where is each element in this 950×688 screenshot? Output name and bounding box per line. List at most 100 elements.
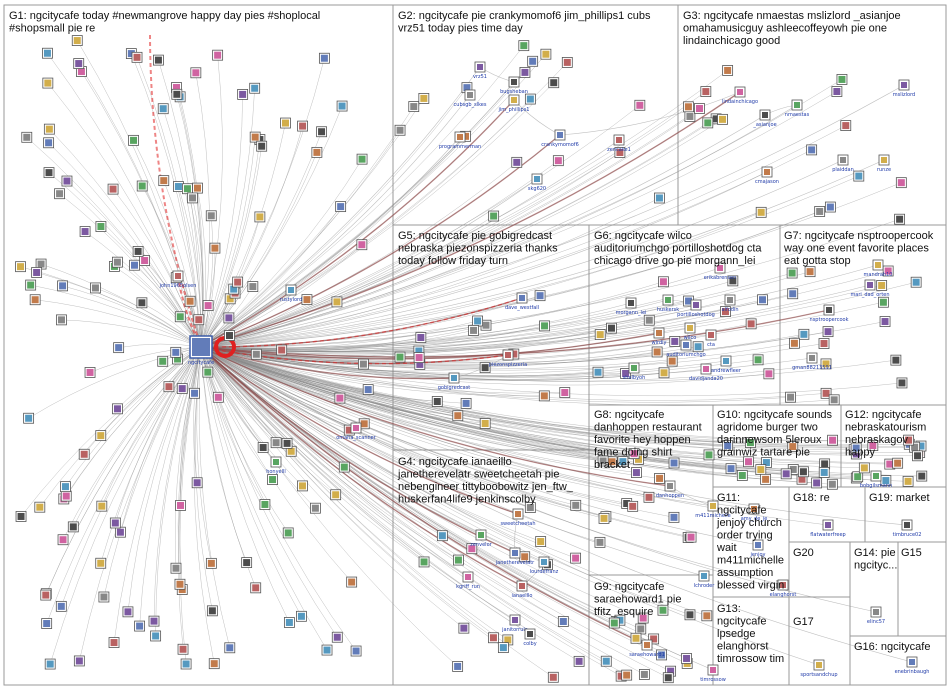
node-thumbnail[interactable] [249, 131, 261, 143]
node[interactable]: flatwaterfreep [810, 519, 846, 538]
node-thumbnail[interactable] [600, 655, 612, 667]
node-thumbnail[interactable] [241, 557, 253, 568]
node-thumbnail[interactable] [912, 450, 923, 462]
node-thumbnail[interactable] [755, 464, 767, 476]
node-thumbnail[interactable] [212, 391, 224, 403]
node-thumbnail[interactable] [685, 531, 697, 543]
node-thumbnail[interactable] [828, 394, 840, 406]
node[interactable]: plaiddan [832, 154, 854, 173]
node-thumbnail[interactable] [666, 355, 678, 367]
node-thumbnail[interactable] [557, 616, 569, 627]
node-thumbnail[interactable] [55, 600, 67, 612]
node[interactable]: enebrinbaugh [895, 656, 930, 675]
node-thumbnail[interactable] [356, 153, 368, 165]
node-thumbnail[interactable] [25, 279, 37, 291]
node-thumbnail[interactable] [61, 175, 73, 187]
node-thumbnail[interactable] [346, 576, 358, 588]
node-thumbnail[interactable] [153, 54, 164, 66]
node-thumbnail[interactable] [820, 358, 832, 370]
node-thumbnail[interactable] [787, 441, 799, 452]
node[interactable]: ianaeillo [512, 580, 533, 599]
node-thumbnail[interactable] [191, 477, 203, 489]
node-thumbnail[interactable] [814, 206, 826, 217]
node-thumbnail[interactable] [95, 430, 107, 442]
node-thumbnail[interactable] [643, 491, 655, 503]
node-thumbnail[interactable] [488, 210, 500, 222]
node[interactable]: _asianjoe [752, 109, 777, 128]
node-thumbnail[interactable] [651, 346, 663, 358]
node-thumbnail[interactable] [42, 47, 53, 59]
node-thumbnail[interactable] [452, 661, 464, 672]
node-thumbnail[interactable] [511, 156, 523, 168]
node-thumbnail[interactable] [249, 82, 261, 94]
node-thumbnail[interactable] [212, 49, 224, 61]
node[interactable]: erikabrensen [704, 262, 737, 281]
node-thumbnail[interactable] [418, 93, 430, 104]
node-thumbnail[interactable] [90, 282, 101, 294]
node-thumbnail[interactable] [34, 501, 46, 513]
node[interactable]: bugsheban [500, 76, 528, 95]
node[interactable]: janitorrule [501, 614, 528, 633]
node-thumbnail[interactable] [237, 89, 249, 100]
node-thumbnail[interactable] [57, 534, 69, 546]
node-thumbnail[interactable] [31, 267, 43, 278]
node-thumbnail[interactable] [131, 51, 143, 63]
node-thumbnail[interactable] [570, 499, 582, 511]
node-thumbnail[interactable] [157, 103, 169, 115]
node[interactable]: wlrdiy [652, 327, 667, 346]
node-thumbnail[interactable] [548, 77, 560, 89]
node-thumbnail[interactable] [98, 591, 110, 603]
node-thumbnail[interactable] [638, 669, 650, 680]
node-thumbnail[interactable] [820, 387, 832, 399]
node-thumbnail[interactable] [818, 467, 830, 478]
node-thumbnail[interactable] [109, 517, 121, 529]
node-thumbnail[interactable] [656, 649, 667, 661]
node[interactable]: alfodin [721, 294, 739, 313]
node-thumbnail[interactable] [547, 671, 559, 683]
node-thumbnail[interactable] [182, 183, 193, 195]
node-thumbnail[interactable] [338, 461, 350, 473]
node-thumbnail[interactable] [112, 403, 123, 415]
node-thumbnail[interactable] [184, 295, 196, 307]
node-thumbnail[interactable] [786, 267, 798, 279]
node-thumbnail[interactable] [206, 605, 218, 617]
node-thumbnail[interactable] [318, 52, 330, 64]
node-thumbnail[interactable] [608, 617, 620, 629]
node-thumbnail[interactable] [208, 658, 220, 670]
node-thumbnail[interactable] [853, 170, 865, 182]
node-thumbnail[interactable] [755, 206, 767, 218]
node-thumbnail[interactable] [187, 192, 198, 204]
node-thumbnail[interactable] [394, 351, 406, 363]
node[interactable]: lindainchicago [722, 86, 758, 105]
node-thumbnail[interactable] [657, 604, 669, 616]
node-thumbnail[interactable] [257, 442, 269, 453]
node-thumbnail[interactable] [350, 645, 362, 657]
node-thumbnail[interactable] [535, 536, 547, 547]
node-thumbnail[interactable] [408, 101, 420, 112]
node-thumbnail[interactable] [250, 582, 262, 594]
node-thumbnail[interactable] [431, 396, 443, 407]
node-thumbnail[interactable] [362, 384, 374, 396]
node-thumbnail[interactable] [280, 117, 291, 129]
node-thumbnail[interactable] [331, 631, 343, 643]
node-thumbnail[interactable] [15, 511, 27, 522]
node-thumbnail[interactable] [745, 437, 756, 449]
node-thumbnail[interactable] [56, 314, 67, 326]
node[interactable]: morgann_lei [616, 297, 647, 316]
node-thumbnail[interactable] [840, 120, 852, 131]
node-thumbnail[interactable] [57, 280, 68, 292]
node-thumbnail[interactable] [780, 468, 792, 480]
node[interactable]: elinc57 [867, 606, 885, 625]
node-thumbnail[interactable] [67, 521, 79, 533]
node[interactable]: andrewfleer [711, 355, 742, 374]
node-thumbnail[interactable] [879, 316, 891, 327]
node-thumbnail[interactable] [192, 182, 203, 194]
node-thumbnail[interactable] [902, 475, 914, 487]
node-thumbnail[interactable] [60, 481, 71, 493]
node[interactable]: shelbyoh [623, 362, 646, 381]
node-thumbnail[interactable] [193, 314, 205, 326]
node[interactable]: wilco [684, 322, 697, 341]
node-thumbnail[interactable] [209, 242, 221, 254]
node-thumbnail[interactable] [702, 117, 714, 129]
node-thumbnail[interactable] [752, 354, 764, 366]
